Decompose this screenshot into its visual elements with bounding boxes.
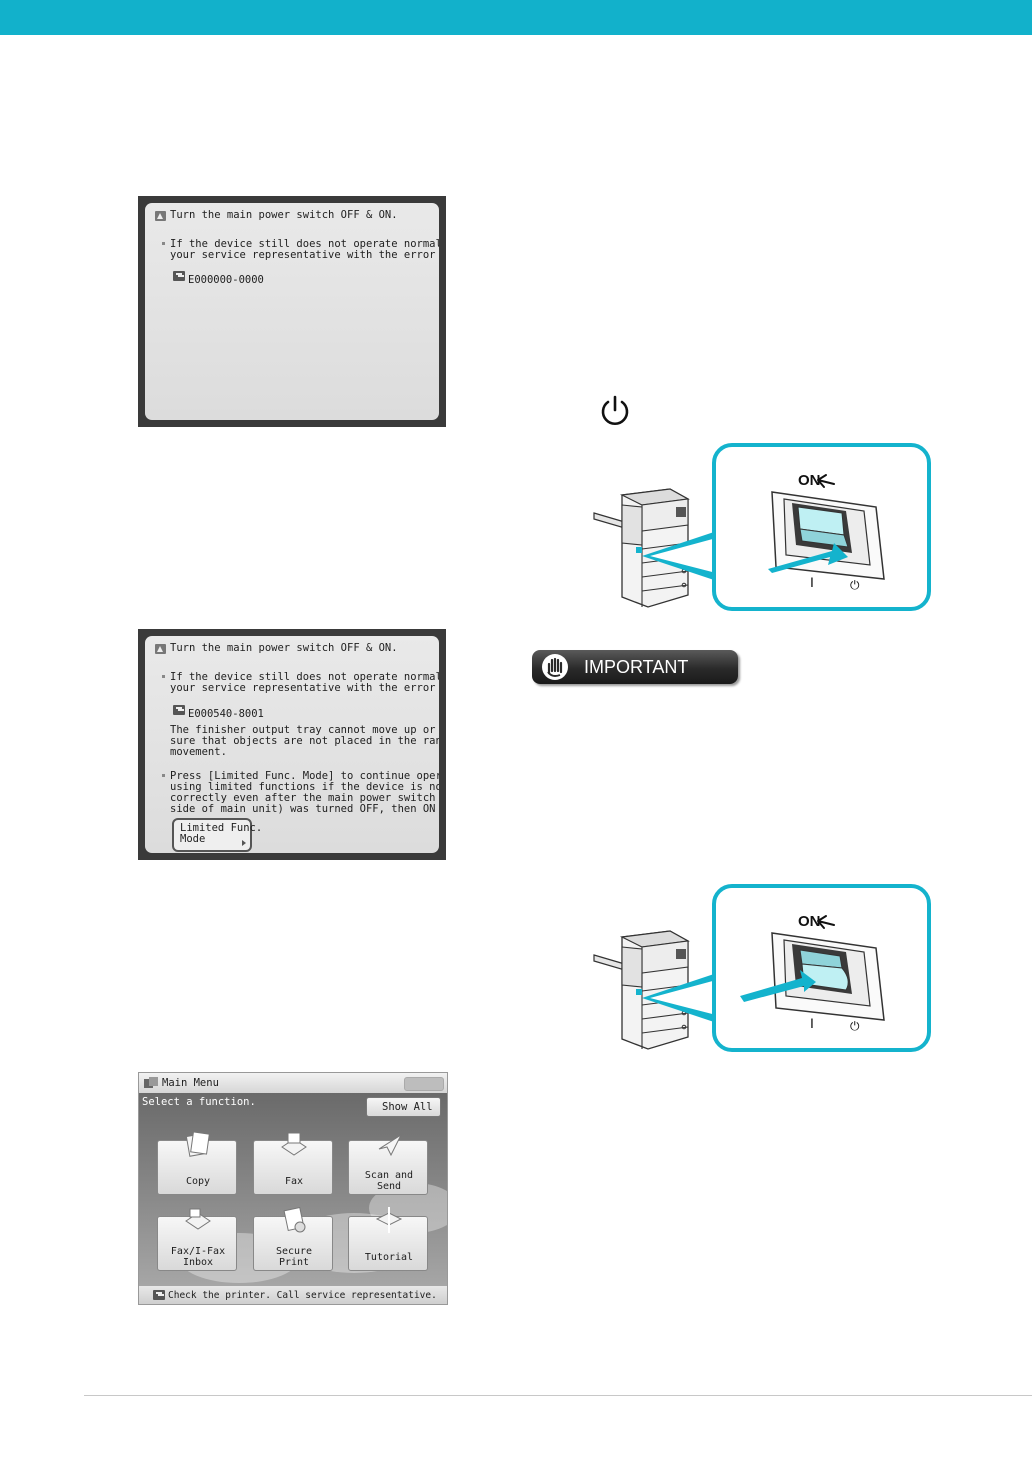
show-all-label: Show All	[382, 1101, 433, 1113]
power-switch-press-illustration: ON I ⏻	[740, 913, 885, 1033]
error-detail: The finisher output tray cannot move up …	[170, 724, 439, 758]
main-menu-prompt: Select a function.	[142, 1096, 256, 1108]
wrench-icon	[173, 705, 185, 715]
tile-fax-inbox[interactable]: Fax/I-Fax Inbox	[157, 1208, 237, 1271]
header-bar	[0, 0, 1032, 35]
switch-on-mark: I	[810, 1015, 814, 1031]
switch-off-mark: ⏻	[850, 1019, 860, 1033]
callout-pointer	[642, 972, 720, 1024]
error-message: If the device still does not operate nor…	[170, 238, 439, 261]
tile-label: Secure Print	[275, 1246, 313, 1268]
inbox-icon	[185, 1208, 211, 1230]
secure-print-icon	[283, 1207, 306, 1233]
scan-send-icon	[378, 1133, 403, 1157]
switch-off-mark: ⏻	[850, 578, 860, 592]
important-badge: IMPORTANT	[532, 650, 738, 684]
tile-label: Copy	[185, 1176, 211, 1187]
tile-label: Fax	[284, 1176, 304, 1187]
tile-secure-print[interactable]: Secure Print	[253, 1207, 333, 1271]
callout-pointer	[642, 530, 720, 582]
tutorial-icon	[375, 1207, 403, 1233]
error-code: E000000-0000	[188, 274, 264, 286]
power-icon	[601, 395, 629, 425]
tile-label: Scan and Send	[364, 1170, 414, 1192]
error-screen-panel: Turn the main power switch OFF & ON. If …	[145, 203, 439, 420]
wrench-icon	[173, 271, 185, 281]
power-switch-callout: ON I ⏻	[712, 884, 931, 1052]
error-code: E000540-8001	[188, 708, 264, 720]
switch-on-mark: I	[810, 574, 814, 590]
important-label: IMPORTANT	[584, 657, 689, 677]
bullet-icon	[162, 675, 165, 678]
main-menu-title: Main Menu	[162, 1077, 219, 1089]
tile-fax[interactable]: Fax	[253, 1132, 333, 1195]
main-menu-titlebar: Main Menu	[139, 1073, 447, 1093]
error-message: If the device still does not operate nor…	[170, 671, 439, 694]
show-all-button[interactable]: Show All	[366, 1097, 441, 1117]
error-screen-limited-func: Turn the main power switch OFF & ON. If …	[138, 629, 446, 860]
power-switch-callout: ON I ⏻	[712, 443, 931, 611]
main-menu-screen: Main Menu Select a function. Show All Co…	[138, 1072, 448, 1305]
counter-button[interactable]	[404, 1077, 444, 1091]
wrench-icon	[153, 1290, 165, 1300]
tile-label: Tutorial	[364, 1252, 414, 1263]
on-label: ON	[798, 472, 821, 489]
main-unit-illustration	[593, 930, 690, 1050]
bullet-icon	[162, 242, 165, 245]
limited-func-mode-button[interactable]: Limited Func. Mode	[172, 818, 262, 852]
footer-rule	[84, 1395, 1032, 1396]
warning-icon	[155, 644, 166, 654]
main-menu-icon	[144, 1077, 158, 1088]
copy-icon	[185, 1131, 210, 1157]
tile-copy[interactable]: Copy	[157, 1131, 237, 1195]
status-bar: Check the printer. Call service represen…	[139, 1286, 447, 1304]
limited-func-note: Press [Limited Func. Mode] to continue o…	[170, 770, 439, 815]
error-heading: Turn the main power switch OFF & ON.	[170, 209, 398, 221]
on-label: ON	[798, 913, 821, 930]
main-unit-illustration	[593, 488, 690, 608]
status-message: Check the printer. Call service represen…	[168, 1290, 437, 1301]
error-screen-panel: Turn the main power switch OFF & ON. If …	[145, 636, 439, 853]
fax-icon	[281, 1132, 307, 1156]
tile-tutorial[interactable]: Tutorial	[348, 1207, 428, 1271]
tile-label: Fax/I-Fax Inbox	[170, 1246, 226, 1268]
error-screen-simple: Turn the main power switch OFF & ON. If …	[138, 196, 446, 427]
limited-func-mode-label: Limited Func. Mode	[180, 822, 263, 845]
power-switch-on-illustration: ON I ⏻	[768, 472, 885, 592]
arrow-right-icon	[242, 840, 246, 846]
warning-icon	[155, 211, 166, 221]
tile-scan-and-send[interactable]: Scan and Send	[348, 1133, 428, 1195]
error-heading: Turn the main power switch OFF & ON.	[170, 642, 398, 654]
hand-stop-icon	[542, 654, 568, 680]
bullet-icon	[162, 774, 165, 777]
